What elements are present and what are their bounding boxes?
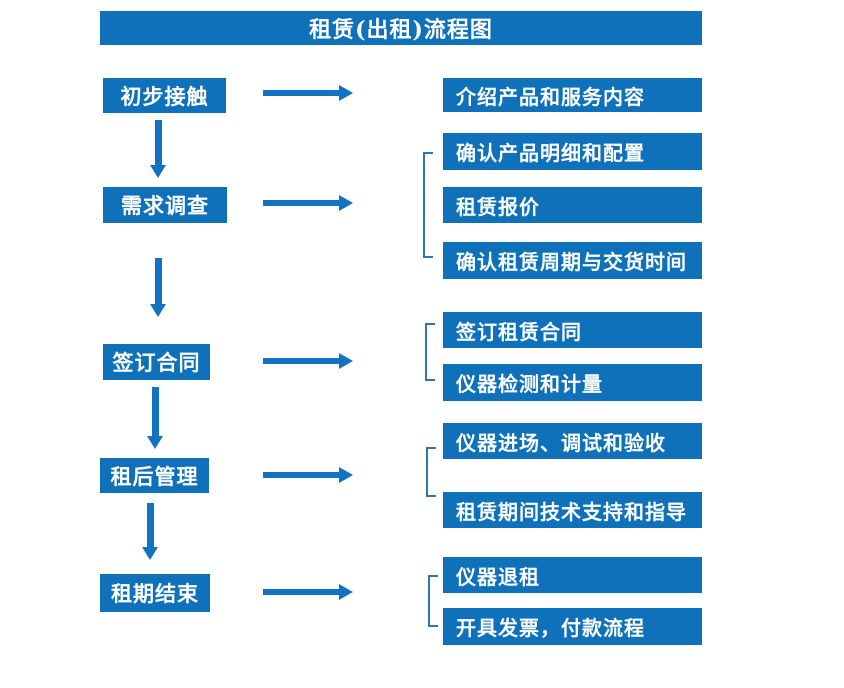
- output-instrument-testing: 仪器检测和计量: [443, 364, 702, 401]
- step-post-rental-management: 租后管理: [100, 458, 209, 493]
- arrow-down-step3-step4-icon: [147, 387, 163, 449]
- arrow-right-rental-end-icon: [263, 584, 353, 600]
- group-bracket-rental-end: [428, 575, 438, 627]
- step-rental-end: 租期结束: [100, 574, 210, 612]
- output-introduce-products: 介绍产品和服务内容: [443, 78, 702, 112]
- step-initial-contact: 初步接触: [103, 78, 226, 113]
- output-technical-support: 租赁期间技术支持和指导: [443, 492, 702, 528]
- output-sign-rental-contract: 签订租赁合同: [443, 312, 702, 348]
- output-confirm-rental-period: 确认租赁周期与交货时间: [443, 242, 702, 279]
- arrow-right-post-rental-icon: [263, 467, 353, 483]
- group-bracket-demand-survey: [423, 152, 433, 258]
- output-confirm-product-details: 确认产品明细和配置: [443, 133, 702, 170]
- step-sign-contract: 签订合同: [103, 344, 210, 380]
- flowchart-title: 租赁(出租)流程图: [100, 11, 702, 45]
- group-bracket-sign-contract: [425, 323, 435, 381]
- arrow-right-demand-survey-icon: [263, 195, 353, 211]
- arrow-down-step4-step5-icon: [142, 503, 158, 560]
- output-instrument-setup-acceptance: 仪器进场、调试和验收: [443, 423, 702, 459]
- step-demand-survey: 需求调查: [103, 187, 227, 223]
- output-invoice-payment: 开具发票，付款流程: [443, 608, 702, 645]
- arrow-down-step1-step2-icon: [150, 120, 166, 178]
- group-bracket-post-rental: [426, 447, 436, 497]
- arrow-down-step2-step3-icon: [150, 258, 166, 317]
- output-rental-quotation: 租赁报价: [443, 187, 702, 223]
- arrow-right-sign-contract-icon: [263, 353, 353, 369]
- arrow-right-initial-contact-icon: [263, 85, 353, 101]
- output-instrument-return: 仪器退租: [443, 557, 702, 593]
